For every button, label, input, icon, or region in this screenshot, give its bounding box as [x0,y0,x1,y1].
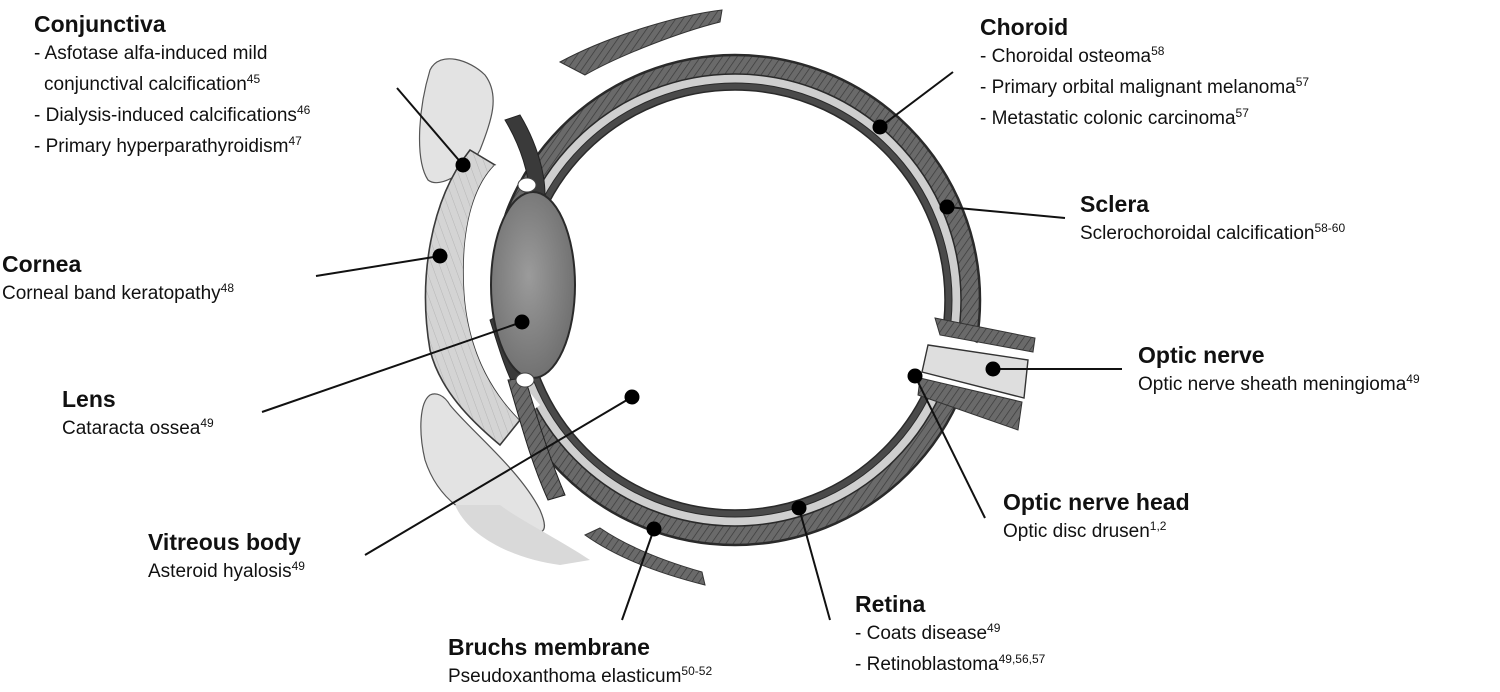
optic-nerve-title: Optic nerve [1138,342,1265,368]
conjunctiva-item: - Dialysis-induced calcifications46 [34,103,311,126]
sclera-item: Sclerochoroidal calcification58-60 [1080,221,1346,244]
leader-vitreous [364,396,633,556]
marker-dots [432,119,1001,537]
dot-sclera [939,199,955,215]
dot-optic-nerve-head [907,368,923,384]
conjunctiva-title: Conjunctiva [34,11,166,37]
retina-label: Retina - Coats disease49 - Retinoblastom… [855,590,1045,680]
conjunctiva-item: - Primary hyperparathyroidism47 [34,134,302,157]
leader-choroid [879,71,954,128]
choroid-item: - Metastatic colonic carcinoma57 [980,106,1249,129]
lens-zonule-top [517,177,537,193]
choroid-label: Choroid - Choroidal osteoma58 - Primary … [980,13,1309,134]
optic-nerve-head-title: Optic nerve head [1003,489,1190,515]
sclera-coat [488,53,982,547]
leader-lens [261,321,523,413]
vitreous-item: Asteroid hyalosis49 [148,559,305,582]
optic-nerve-label: Optic nerve Optic nerve sheath meningiom… [1138,341,1420,400]
dot-optic-nerve [985,361,1001,377]
bruchs-title: Bruchs membrane [448,634,650,660]
optic-nerve-head-label: Optic nerve head Optic disc drusen1,2 [1003,488,1190,547]
dot-bruchs [646,521,662,537]
sclera-label: Sclera Sclerochoroidal calcification58-6… [1080,190,1345,249]
bruchs-item: Pseudoxanthoma elasticum50-52 [448,664,713,687]
leader-cornea [315,255,441,277]
retina-item: - Coats disease49 [855,621,1001,644]
bruchs-label: Bruchs membrane Pseudoxanthoma elasticum… [448,633,712,692]
sclera-title: Sclera [1080,191,1150,217]
lens-body [490,191,576,379]
leader-sclera [946,206,1066,219]
conjunctiva-item: conjunctival calcification45 [44,72,261,95]
eyelid-tissue [418,58,590,565]
choroid-item: - Primary orbital malignant melanoma57 [980,75,1310,98]
optic-nerve-item: Optic nerve sheath meningioma49 [1138,372,1420,395]
dot-conjunctiva [455,157,471,173]
choroid-item: - Choroidal osteoma58 [980,44,1165,67]
cornea-item: Corneal band keratopathy48 [2,281,235,304]
cornea [424,148,540,447]
dot-vitreous [624,389,640,405]
lens-label: Lens Cataracta ossea49 [62,385,214,444]
cornea-title: Cornea [2,251,82,277]
lens-item: Cataracta ossea49 [62,416,214,439]
conjunctiva-item: - Asfotase alfa-induced mild [34,43,268,64]
lens-zonule-bottom [515,372,535,388]
leader-optic-nerve-head [914,375,986,519]
leader-conjunctiva [396,87,464,166]
conjunctiva-label: Conjunctiva - Asfotase alfa-induced mild… [34,10,310,162]
dot-retina [791,500,807,516]
leader-retina [798,507,831,621]
vitreous-title: Vitreous body [148,529,301,555]
leader-lines [261,71,1122,621]
retina-item: - Retinoblastoma49,56,57 [855,652,1046,675]
choroid-title: Choroid [980,14,1069,40]
dot-cornea [432,248,448,264]
optic-nerve-head-item: Optic disc drusen1,2 [1003,519,1167,542]
retina-title: Retina [855,591,926,617]
vitreous-label: Vitreous body Asteroid hyalosis49 [148,528,305,587]
lens-title: Lens [62,386,116,412]
optic-nerve-drawing [917,317,1036,431]
dot-lens [514,314,530,330]
dot-choroid [872,119,888,135]
cornea-label: Cornea Corneal band keratopathy48 [2,250,234,309]
leader-bruchs [621,528,655,621]
